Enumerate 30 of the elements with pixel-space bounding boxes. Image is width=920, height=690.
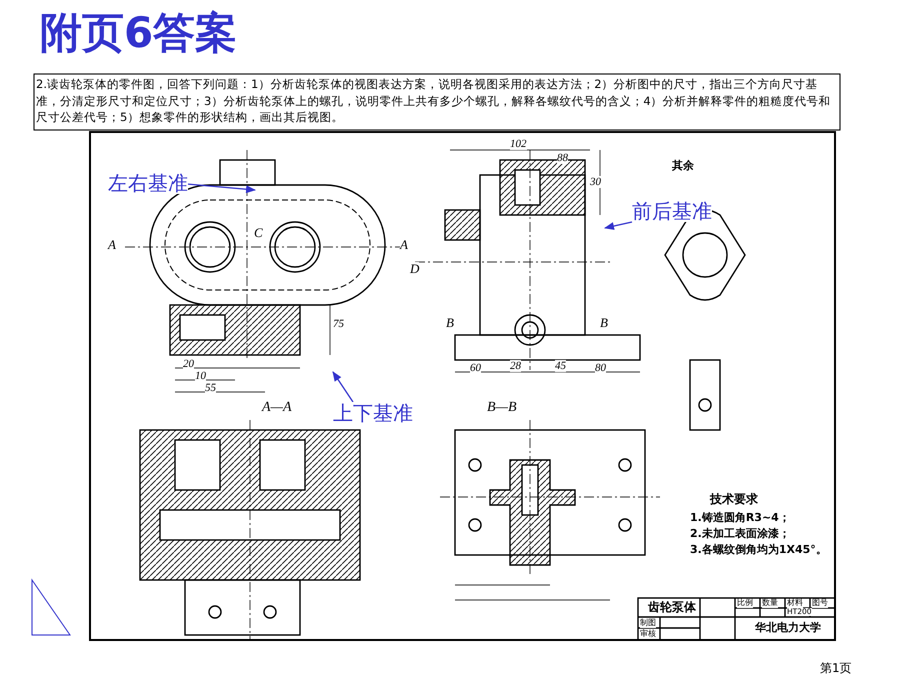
dimension-text: 75 <box>333 318 344 330</box>
roughness-note: 其余 <box>672 160 694 172</box>
dimension-text: 102 <box>510 138 526 150</box>
title-block-text: 制图 <box>640 619 656 628</box>
title-block-text: 审核 <box>640 630 656 639</box>
dimension-text: 28 <box>510 360 521 372</box>
page-title: 附页6答案 <box>40 10 238 56</box>
dimension-text: 45 <box>555 360 566 372</box>
dimension-text: 88 <box>557 152 568 164</box>
title-block-text: 华北电力大学 <box>755 622 821 634</box>
title-block-text: 数量 <box>762 599 778 608</box>
title-block-text: 材料 <box>787 599 803 608</box>
dimension-text: 60 <box>470 362 481 374</box>
leader-arrow <box>188 183 256 194</box>
page-number: 第1页 <box>820 662 852 676</box>
requirements-heading: 技术要求 <box>710 493 758 506</box>
datum-annotation: 上下基准 <box>333 402 413 424</box>
dimension-text: 10 <box>195 370 206 382</box>
dimension-text: 55 <box>205 382 216 394</box>
dimension-text: 30 <box>590 176 601 188</box>
leader-arrow <box>332 371 354 402</box>
datum-annotation: 前后基准 <box>632 200 712 222</box>
view-label: C <box>254 226 263 240</box>
title-block-text: 齿轮泵体 <box>648 601 696 614</box>
leader-arrow <box>604 221 632 230</box>
datum-annotation: 左右基准 <box>108 172 188 194</box>
title-block-text: 图号 <box>812 599 828 608</box>
title-block-text: 比例 <box>737 599 753 608</box>
dimension-text: 80 <box>595 362 606 374</box>
dimension-text: 20 <box>183 358 194 370</box>
